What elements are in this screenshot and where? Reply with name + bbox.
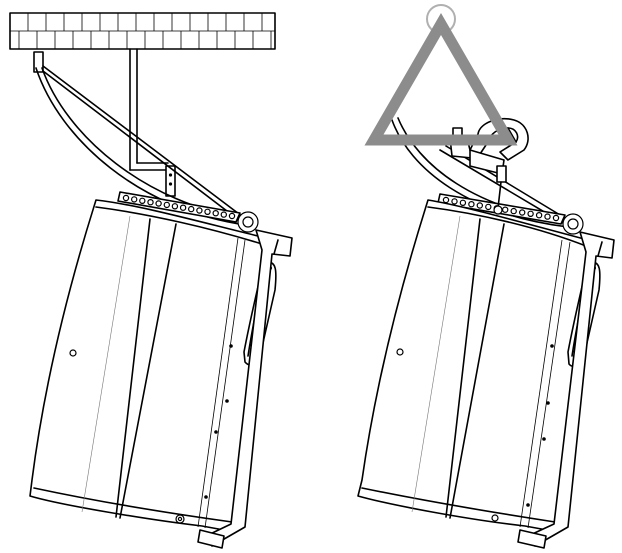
rear-frame-right (517, 231, 615, 549)
rigging-hole (204, 208, 211, 215)
triangle-warning-icon (364, 4, 518, 146)
rigging-hole (147, 198, 154, 206)
right-mounting-panel (357, 4, 615, 549)
rigging-hole (544, 213, 551, 220)
rigging-hole (163, 201, 170, 209)
rigging-hole (442, 196, 450, 204)
rigging-hole (468, 200, 475, 208)
rigging-hole (171, 203, 179, 210)
rigging-hole (451, 198, 458, 205)
rigging-hole (139, 197, 146, 204)
rigging-hole (510, 207, 517, 215)
rigging-hole (552, 214, 560, 222)
rigging-hole (485, 203, 492, 211)
vertical-rod (129, 48, 176, 197)
rigging-hole (130, 196, 138, 203)
rigging-hole (155, 200, 162, 207)
rigging-hole (476, 202, 483, 209)
rigging-hole (179, 204, 187, 211)
rigging-hole (220, 211, 227, 218)
beam-bracket (33, 51, 44, 73)
safety-cable (35, 65, 259, 233)
rigging-hole (502, 206, 509, 213)
rigging-hole (228, 212, 236, 220)
left-mounting-panel (9, 12, 293, 549)
speaker-cabinet-right (357, 199, 593, 533)
rigging-hole (122, 194, 130, 202)
rigging-hole (187, 205, 195, 213)
rigging-hole (527, 210, 534, 217)
speaker-cabinet (29, 199, 271, 533)
rigging-bar (117, 191, 241, 223)
rigging-hole (459, 199, 467, 206)
rigging-hole (535, 211, 543, 219)
ceiling-beam (9, 12, 276, 50)
rear-frame (197, 229, 293, 549)
rigging-hole (519, 209, 526, 216)
rigging-hole (196, 207, 203, 214)
rigging-hole (212, 209, 219, 217)
